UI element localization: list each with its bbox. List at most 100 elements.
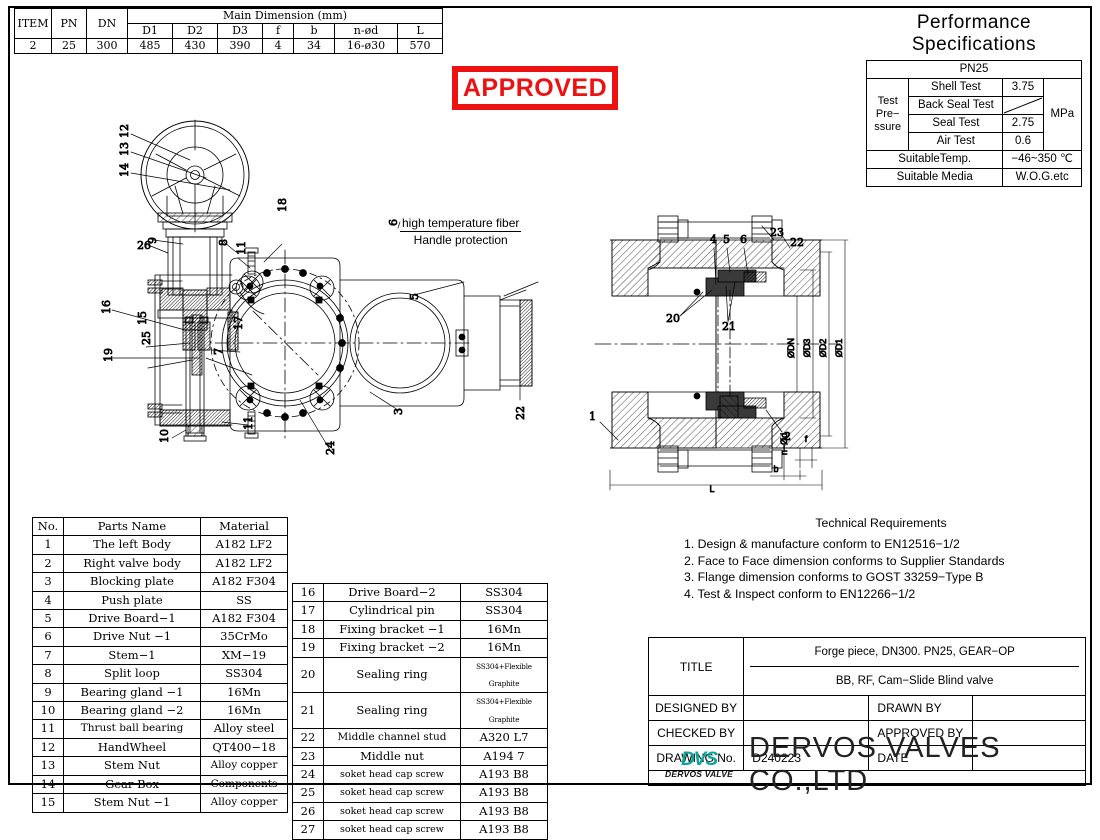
balloon-24: 24	[324, 441, 337, 455]
balloon-22b: 22	[790, 236, 804, 249]
table-header-row: No. Parts Name Material	[32, 516, 288, 537]
title-label: TITLE	[647, 637, 745, 696]
cell-no: 26	[292, 801, 324, 822]
cell-material: SS	[200, 590, 288, 611]
cell-material: SS304	[460, 582, 548, 603]
handle-protection	[463, 281, 539, 391]
logo-mark-text: DVS	[680, 749, 718, 770]
dimension-lines-section	[609, 239, 849, 491]
balloon-leaders-left	[111, 133, 527, 451]
engineering-drawing: 12 13 14 26 9 8 11 18 16 19 15 25 17 7 1…	[100, 119, 849, 495]
dimension-text-section: ØDN ØD3 ØD2 ØD1 L f n−Ød b	[709, 338, 844, 495]
balloon-7: 7	[212, 348, 225, 355]
cell-material: SS304+Flexible Graphite	[460, 656, 548, 694]
note-line-2: Handle protection	[413, 233, 508, 247]
title-line-1: Forge piece, DN300. PN25, GEAR−OP	[750, 640, 1079, 667]
tech-req-item: 4. Test & Inspect conform to EN12266−1/2	[684, 586, 916, 601]
balloon-leaders-section	[599, 225, 791, 441]
balloon-11b: 11	[242, 416, 255, 430]
balloon-16: 16	[100, 300, 113, 314]
designed-by-value[interactable]	[743, 695, 870, 721]
cell-material: QT400−18	[200, 737, 288, 758]
balloon-5b: 5	[723, 233, 730, 246]
cell-material: 35CrMo	[200, 627, 288, 647]
cell-material: Alloy copper	[200, 793, 288, 813]
balloon-1: 1	[589, 410, 596, 423]
balloon-10: 10	[158, 429, 171, 443]
tech-req-item: 2. Face to Face dimension conforms to Su…	[684, 553, 1005, 568]
balloon-6: 6	[387, 219, 400, 226]
drawn-by-label: DRAWN BY	[868, 695, 974, 721]
cell-name: Stem Nut −1	[63, 793, 201, 813]
logo-sub-text: DERVOS VALVE	[665, 769, 733, 779]
test-pressure-line-3: ssure	[874, 121, 902, 133]
balloon-12: 12	[118, 124, 131, 138]
cell-name: Fixing bracket −1	[323, 619, 461, 640]
balloon-11a: 11	[235, 241, 248, 255]
cell-no: 18	[292, 619, 324, 640]
cell-name: soket head cap screw	[323, 820, 461, 840]
cell-material: A193 B8	[460, 820, 548, 840]
header-parts-name: Parts Name	[63, 516, 201, 537]
title-line-2: BB, RF, Cam−Slide Blind valve	[835, 675, 994, 687]
suitable-media-value: W.O.G.etc	[1002, 168, 1082, 187]
performance-specifications: Performance Specifications PN25 Test Pre…	[865, 12, 1083, 187]
dim-odn: ØDN	[786, 338, 796, 358]
test-pressure-line-2: Pre−	[875, 108, 900, 120]
cell-name: Blocking plate	[63, 572, 201, 592]
title-block: TITLE Forge piece, DN300. PN25, GEAR−OP …	[647, 637, 1086, 771]
dim-od1: ØD1	[834, 339, 844, 358]
dim-f: f	[805, 434, 808, 444]
main-dimension-table: ITEM PN DN Main Dimension (mm) D1 D2 D3 …	[14, 8, 443, 54]
balloon-2: 2	[784, 430, 791, 443]
cell-no: 5	[32, 609, 64, 629]
dim-b: b	[773, 464, 778, 474]
header-no: No.	[32, 516, 64, 537]
test-pressure-label: Test Pre− ssure	[865, 78, 910, 151]
balloon-20: 20	[666, 312, 680, 325]
blocking-plate-view	[339, 279, 469, 407]
table-row: CHECKED BY APPROVED BY	[647, 720, 1086, 746]
balloon-3: 3	[392, 408, 405, 415]
cell-material: XM−19	[200, 645, 288, 666]
date-value[interactable]	[972, 745, 1086, 771]
drawing-no-value[interactable]: D240223	[743, 745, 870, 771]
value-d2: 430	[172, 38, 218, 54]
cell-name: Stem Nut	[63, 756, 201, 776]
cell-material: 16Mn	[460, 638, 548, 658]
approved-by-value[interactable]	[972, 720, 1086, 746]
pn-header: PN25	[866, 60, 1082, 79]
value-item: 2	[14, 38, 52, 54]
cell-name: Drive Board−1	[63, 609, 201, 629]
cell-no: 1	[32, 535, 64, 555]
dim-nod: n−Ød	[779, 433, 789, 455]
pressure-unit: MPa	[1042, 78, 1083, 151]
balloon-22a: 22	[514, 406, 527, 420]
cell-no: 11	[32, 719, 64, 739]
drawing-note: high temperature fiber Handle protection	[400, 216, 522, 247]
cell-name: Stem−1	[63, 645, 201, 666]
cell-no: 24	[292, 765, 324, 785]
header-material: Material	[200, 516, 288, 537]
cell-name: Sealing ring	[323, 692, 461, 730]
test-pressure-line-1: Test	[877, 95, 898, 107]
value-d1: 485	[127, 38, 173, 54]
cell-name: Split loop	[63, 664, 201, 684]
cell-name: Drive Nut −1	[63, 627, 201, 647]
cell-name: Fixing bracket −2	[323, 638, 461, 658]
cell-no: 15	[32, 793, 64, 813]
cell-material: A194 7	[460, 746, 548, 767]
